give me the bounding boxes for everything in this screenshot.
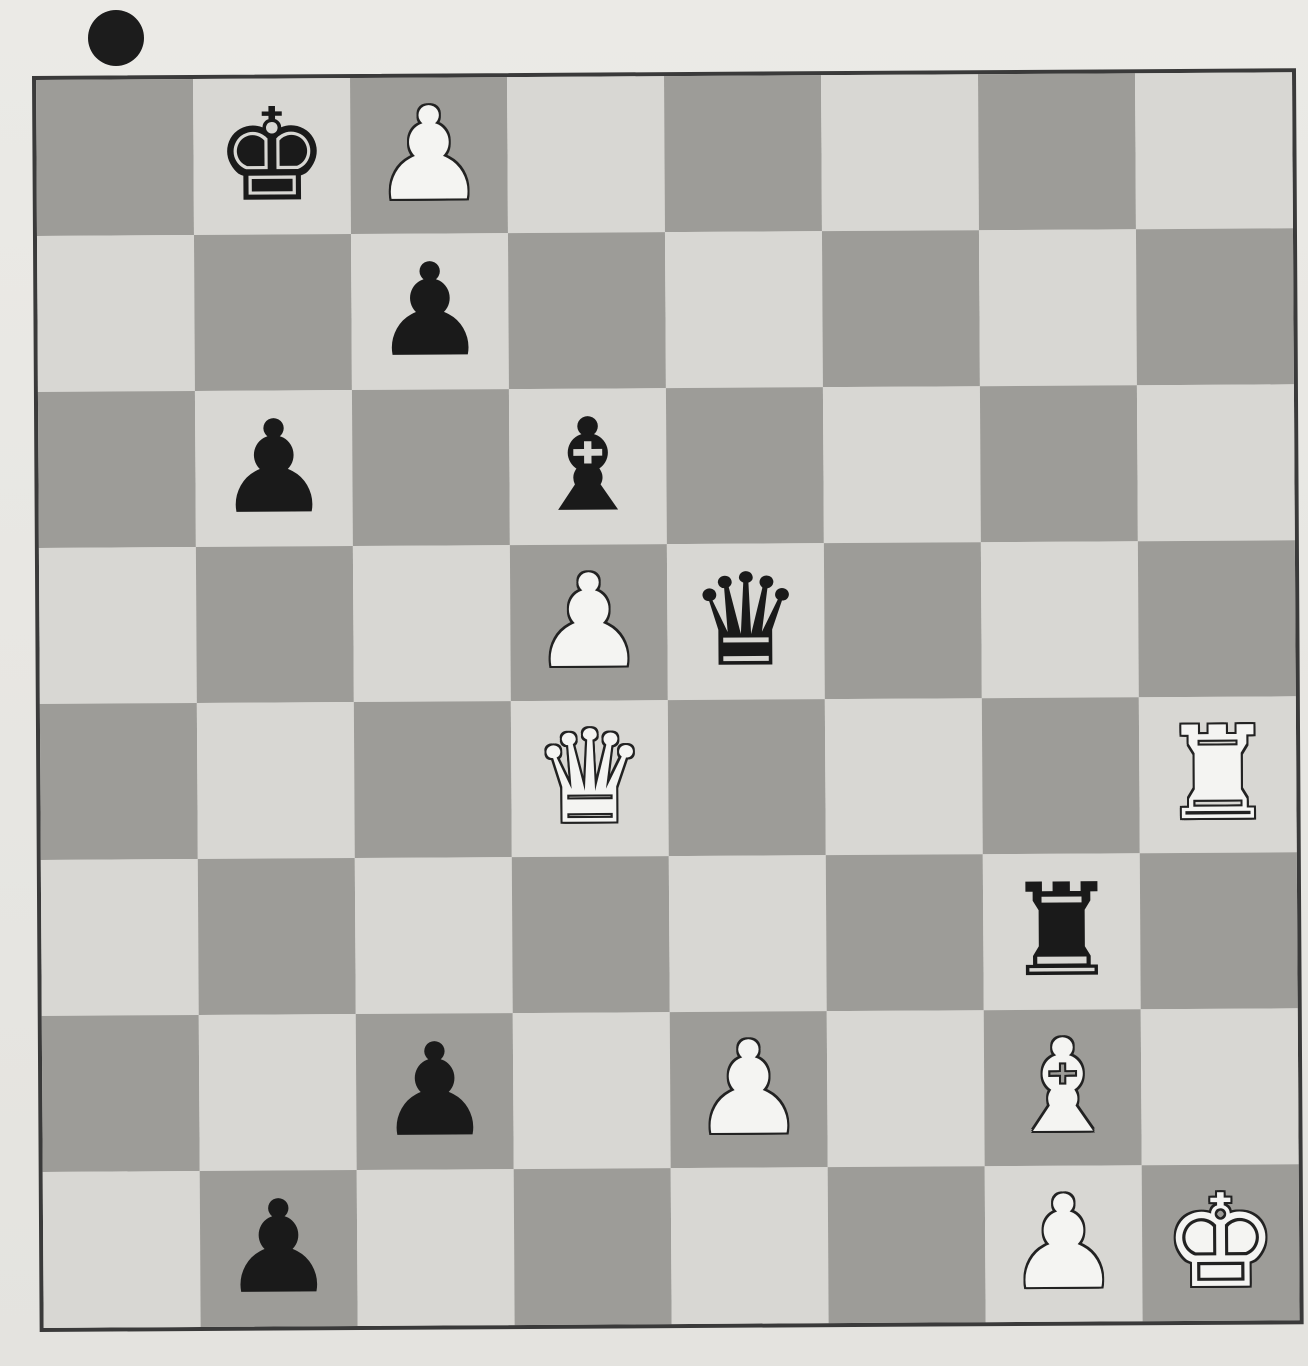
black-pawn-icon[interactable]: ♟: [377, 1027, 493, 1156]
square-d6[interactable]: ♝: [509, 388, 667, 545]
black-pawn-icon[interactable]: ♟: [216, 404, 332, 533]
square-f5[interactable]: [824, 542, 982, 699]
turn-indicator-icon: [88, 10, 144, 66]
square-h5[interactable]: [1138, 540, 1296, 697]
square-d7[interactable]: [508, 232, 666, 389]
square-d1[interactable]: [514, 1168, 672, 1325]
square-e2[interactable]: ♟: [670, 1011, 828, 1168]
square-f1[interactable]: [828, 1166, 986, 1323]
square-b1[interactable]: ♟: [200, 1170, 358, 1327]
square-c7[interactable]: ♟: [351, 233, 509, 390]
square-g5[interactable]: [981, 541, 1139, 698]
white-pawn-icon[interactable]: ♟: [691, 1025, 807, 1154]
square-e4[interactable]: [668, 699, 826, 856]
square-d4[interactable]: ♛: [511, 700, 669, 857]
white-pawn-icon[interactable]: ♟: [531, 558, 647, 687]
square-a1[interactable]: [43, 1171, 201, 1328]
square-h7[interactable]: [1136, 228, 1294, 385]
square-b3[interactable]: [198, 858, 356, 1015]
square-d8[interactable]: [507, 76, 665, 233]
square-e1[interactable]: [671, 1167, 829, 1324]
square-f6[interactable]: [823, 386, 981, 543]
square-c4[interactable]: [354, 701, 512, 858]
square-e3[interactable]: [669, 855, 827, 1012]
square-d3[interactable]: [512, 856, 670, 1013]
square-c1[interactable]: [357, 1169, 515, 1326]
square-f8[interactable]: [821, 74, 979, 231]
square-g8[interactable]: [978, 73, 1136, 230]
black-king-icon[interactable]: ♚: [214, 92, 330, 221]
square-h6[interactable]: [1137, 384, 1295, 541]
square-a3[interactable]: [41, 859, 199, 1016]
square-b8[interactable]: ♚: [193, 78, 351, 235]
square-f2[interactable]: [827, 1010, 985, 1167]
square-a8[interactable]: [36, 79, 194, 236]
square-b7[interactable]: [194, 234, 352, 391]
square-b4[interactable]: [197, 702, 355, 859]
white-pawn-icon[interactable]: ♟: [1006, 1179, 1122, 1308]
square-c3[interactable]: [355, 857, 513, 1014]
square-b5[interactable]: [196, 546, 354, 703]
black-bishop-icon[interactable]: ♝: [530, 402, 646, 531]
square-d2[interactable]: [513, 1012, 671, 1169]
square-f4[interactable]: [825, 698, 983, 855]
black-rook-icon[interactable]: ♜: [1004, 867, 1120, 996]
square-a7[interactable]: [37, 235, 195, 392]
white-queen-icon[interactable]: ♛: [532, 714, 648, 843]
square-c6[interactable]: [352, 389, 510, 546]
square-e5[interactable]: ♛: [667, 543, 825, 700]
square-e7[interactable]: [665, 231, 823, 388]
white-pawn-icon[interactable]: ♟: [371, 91, 487, 220]
square-g1[interactable]: ♟: [985, 1165, 1143, 1322]
square-h1[interactable]: ♚: [1142, 1164, 1300, 1321]
black-pawn-icon[interactable]: ♟: [372, 247, 488, 376]
square-a4[interactable]: [40, 703, 198, 860]
square-h2[interactable]: [1141, 1008, 1299, 1165]
black-queen-icon[interactable]: ♛: [688, 557, 804, 686]
square-g2[interactable]: ♝: [984, 1009, 1142, 1166]
square-a5[interactable]: [39, 547, 197, 704]
white-rook-icon[interactable]: ♜: [1160, 710, 1276, 839]
square-c5[interactable]: [353, 545, 511, 702]
square-e6[interactable]: [666, 387, 824, 544]
black-pawn-icon[interactable]: ♟: [221, 1184, 337, 1313]
square-c2[interactable]: ♟: [356, 1013, 514, 1170]
square-g6[interactable]: [980, 385, 1138, 542]
square-g4[interactable]: [982, 697, 1140, 854]
square-b2[interactable]: [199, 1014, 357, 1171]
square-b6[interactable]: ♟: [195, 390, 353, 547]
chess-board[interactable]: ♚ ♟ ♟ ♟ ♝ ♟ ♛ ♛ ♜ ♜ ♟ ♟ ♝ ♟ ♟ ♚: [32, 68, 1304, 1332]
square-e8[interactable]: [664, 75, 822, 232]
square-h3[interactable]: [1140, 852, 1298, 1009]
square-f7[interactable]: [822, 230, 980, 387]
square-h4[interactable]: ♜: [1139, 696, 1297, 853]
square-d5[interactable]: ♟: [510, 544, 668, 701]
square-a2[interactable]: [42, 1015, 200, 1172]
square-c8[interactable]: ♟: [350, 77, 508, 234]
square-f3[interactable]: [826, 854, 984, 1011]
square-h8[interactable]: [1135, 72, 1293, 229]
square-g7[interactable]: [979, 229, 1137, 386]
square-g3[interactable]: ♜: [983, 853, 1141, 1010]
white-king-icon[interactable]: ♚: [1163, 1178, 1279, 1307]
white-bishop-icon[interactable]: ♝: [1005, 1023, 1121, 1152]
square-a6[interactable]: [38, 391, 196, 548]
